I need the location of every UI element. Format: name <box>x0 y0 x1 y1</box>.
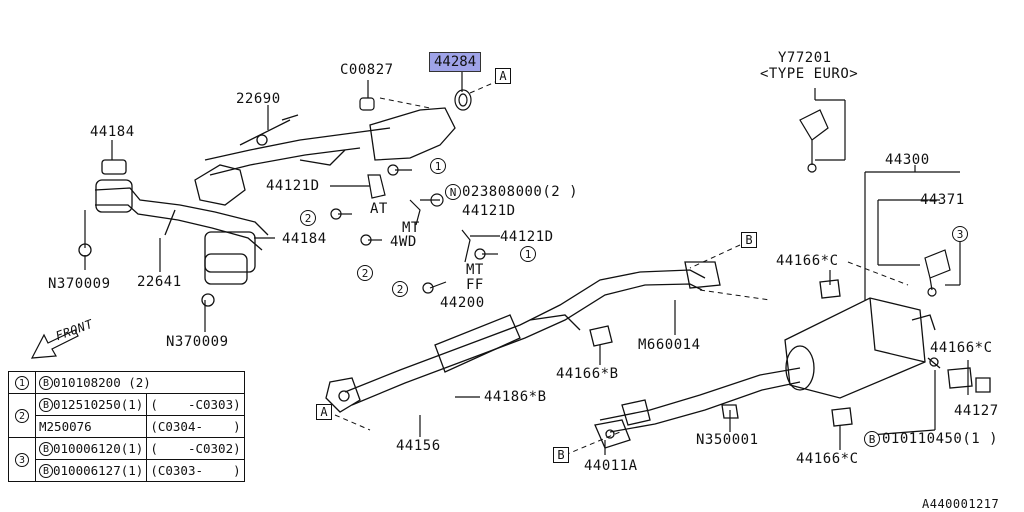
legend-range: (C0304- ) <box>146 415 245 438</box>
part-22690[interactable]: 22690 <box>236 91 281 107</box>
part-44186b[interactable]: 44186*B <box>484 389 547 405</box>
part-c00827[interactable]: C00827 <box>340 62 394 78</box>
part-44284-highlight[interactable]: 44284 <box>429 52 482 72</box>
legend-part-number: M250076 <box>39 419 92 434</box>
legend-range: ( -C0303) <box>146 393 245 416</box>
legend-num: 2 <box>15 409 29 424</box>
ref-marker-b-top: B <box>741 232 757 248</box>
part-44011a[interactable]: 44011A <box>584 458 638 474</box>
variant-mt-ff-ff: FF <box>466 277 484 293</box>
ref-marker-a-top: A <box>495 68 511 84</box>
legend-ref-2-c: 2 <box>392 281 408 297</box>
legend-row: M250076 (C0304- ) <box>9 415 245 438</box>
variant-mt-4wd-mt: MT <box>402 220 420 236</box>
part-n370009-left[interactable]: N370009 <box>48 276 111 292</box>
part-44371[interactable]: 44371 <box>920 192 965 208</box>
part-n023808000[interactable]: 023808000(2 ) <box>462 184 579 200</box>
ref-marker-a-bottom: A <box>316 404 332 420</box>
legend-num: 3 <box>15 453 29 468</box>
b-prefix-icon: B <box>39 376 53 391</box>
part-44300[interactable]: 44300 <box>885 152 930 168</box>
legend-ref-2-b: 2 <box>357 265 373 281</box>
part-44184-mid[interactable]: 44184 <box>282 231 327 247</box>
type-euro-label: <TYPE EURO> <box>760 66 859 82</box>
part-44127[interactable]: 44127 <box>954 403 999 419</box>
legend-range: ( -C0302) <box>146 437 245 460</box>
b-prefix-icon: B <box>39 442 53 457</box>
part-44166c-bottom[interactable]: 44166*C <box>796 451 859 467</box>
ref-marker-b-bottom: B <box>553 447 569 463</box>
legend-part-number: 010006127(1) <box>53 462 144 478</box>
front-exhaust-pipe <box>78 107 456 307</box>
legend-ref-1-a: 1 <box>430 158 446 174</box>
variant-mt-4wd-4wd: 4WD <box>390 234 417 250</box>
legend-part[interactable]: M250076 <box>34 415 148 438</box>
part-44200[interactable]: 44200 <box>440 295 485 311</box>
legend-ref-1-b: 1 <box>520 246 536 262</box>
legend-ref-2-a: 2 <box>300 210 316 226</box>
b-prefix-icon: B <box>39 398 53 413</box>
part-y77201[interactable]: Y77201 <box>778 50 832 66</box>
part-b010110450[interactable]: 010110450(1 ) <box>882 431 999 447</box>
center-exhaust-pipe <box>325 261 721 413</box>
n-marker: N <box>445 184 461 200</box>
part-44121d-a[interactable]: 44121D <box>266 178 320 194</box>
part-n350001[interactable]: N350001 <box>696 432 759 448</box>
part-44166b[interactable]: 44166*B <box>556 366 619 382</box>
part-44166c-top[interactable]: 44166*C <box>776 253 839 269</box>
legend-part-number: 012510250(1) <box>53 396 144 412</box>
rear-muffler <box>594 279 991 449</box>
part-22641[interactable]: 22641 <box>137 274 182 290</box>
variant-at: AT <box>370 201 388 217</box>
front-arrow <box>30 329 79 359</box>
b-marker-bolt: B <box>864 431 880 447</box>
part-44184-top[interactable]: 44184 <box>90 124 135 140</box>
part-44121d-b[interactable]: 44121D <box>462 203 516 219</box>
legend-part-number: 010006120(1) <box>53 440 144 456</box>
part-44156[interactable]: 44156 <box>396 438 441 454</box>
variant-mt-ff-mt: MT <box>466 262 484 278</box>
diagram-code: A440001217 <box>922 497 1000 511</box>
legend-ref-3: 3 <box>952 226 968 242</box>
part-44166c-right[interactable]: 44166*C <box>930 340 993 356</box>
legend-part-number: 010108200 (2) <box>53 374 151 390</box>
legend-num: 1 <box>15 376 29 391</box>
b-prefix-icon: B <box>39 464 53 479</box>
part-n370009-bottom[interactable]: N370009 <box>166 334 229 350</box>
legend-range: (C0303- ) <box>146 459 245 482</box>
part-m660014[interactable]: M660014 <box>638 337 701 353</box>
part-44121d-c[interactable]: 44121D <box>500 229 554 245</box>
